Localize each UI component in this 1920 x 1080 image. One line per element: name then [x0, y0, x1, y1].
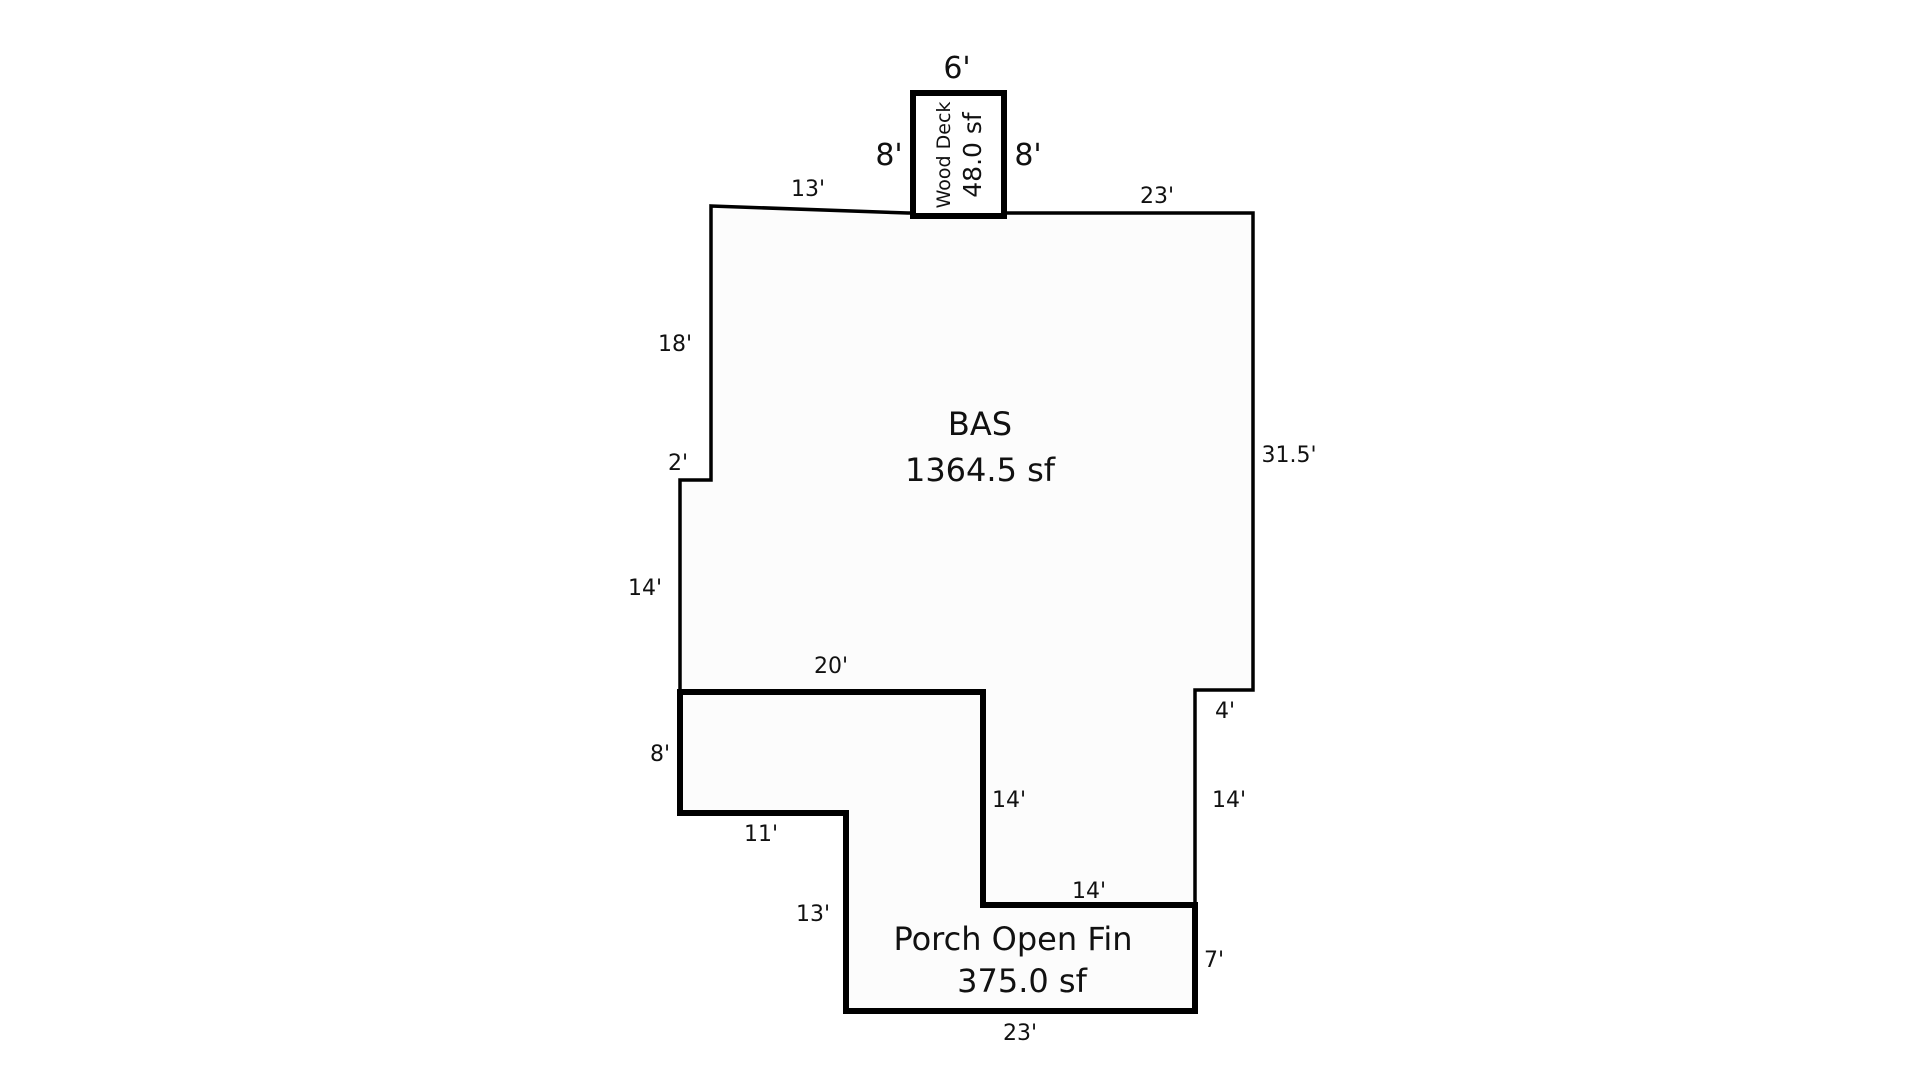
dim-porch-inner: 14' — [992, 788, 1026, 813]
dim-porch-left: 8' — [650, 742, 670, 767]
dim-bas-right: 31.5' — [1261, 443, 1316, 468]
dim-deck-left: 8' — [875, 138, 902, 173]
dim-bas-left-upper: 18' — [658, 332, 692, 357]
dim-bas-top-right: 23' — [1140, 184, 1174, 209]
dim-porch-step: 11' — [744, 822, 778, 847]
dim-bas-left-notch: 2' — [668, 451, 688, 476]
dim-porch-inner-bottom: 14' — [1072, 879, 1106, 904]
dim-porch-top: 20' — [814, 654, 848, 679]
dim-porch-right: 7' — [1204, 948, 1224, 973]
bas-name: BAS — [948, 405, 1012, 443]
porch-name: Porch Open Fin — [893, 920, 1132, 958]
dim-deck-right: 8' — [1014, 138, 1041, 173]
deck-outline — [910, 90, 1007, 219]
dim-porch-lower-left: 13' — [796, 902, 830, 927]
bas-area: 1364.5 sf — [905, 451, 1056, 489]
dim-bas-right-notch: 4' — [1215, 699, 1235, 724]
deck-name: Wood Deck — [933, 102, 955, 209]
porch-area: 375.0 sf — [957, 962, 1087, 1000]
dim-deck-top: 6' — [943, 51, 970, 86]
dim-bas-left-lower: 14' — [628, 576, 662, 601]
dim-bas-right-lower: 14' — [1212, 788, 1246, 813]
porch-outline — [677, 689, 1198, 1014]
deck-area: 48.0 sf — [958, 111, 987, 198]
dim-porch-bottom: 23' — [1003, 1021, 1037, 1046]
dim-bas-top-left: 13' — [791, 177, 825, 202]
